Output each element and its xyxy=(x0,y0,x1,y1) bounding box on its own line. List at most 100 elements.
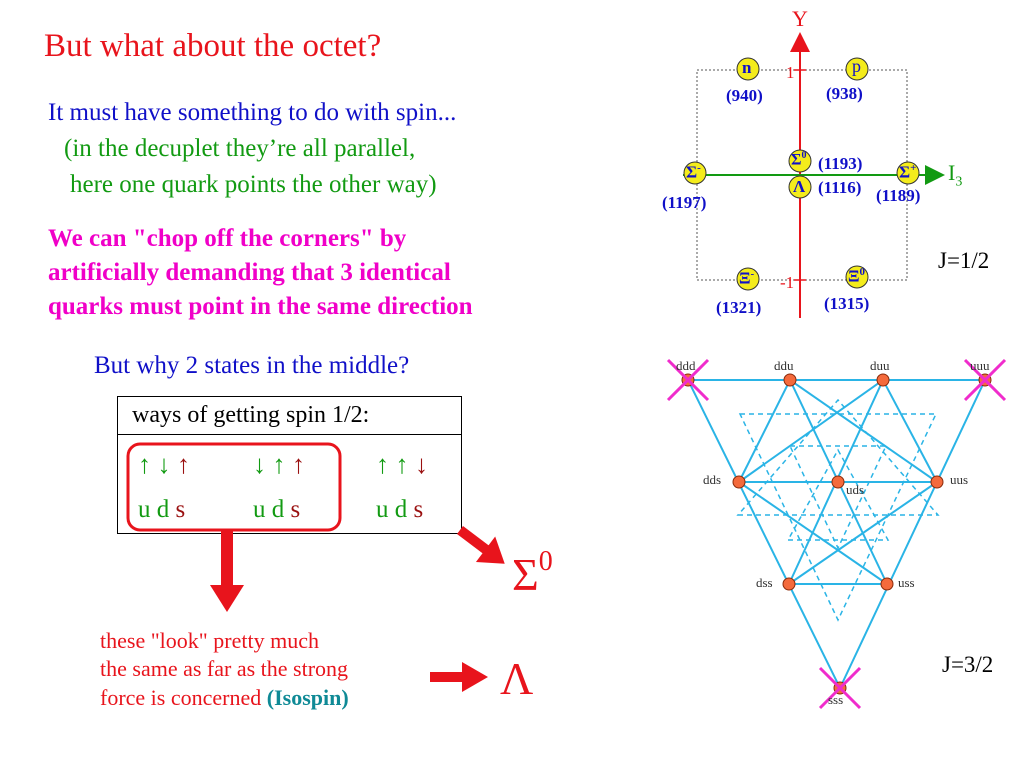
combo-2-arrow-d: ↑ xyxy=(272,450,286,479)
note-line-3-text: force is concerned xyxy=(100,685,267,710)
label-sss: sss xyxy=(828,692,844,707)
decuplet-line-d xyxy=(738,379,884,483)
i3-axis-label: I3 xyxy=(948,160,962,190)
particle-xi-minus-circle xyxy=(736,267,760,291)
particle-p-mass: (938) xyxy=(826,84,863,103)
xi-zero-sup: 0 xyxy=(859,266,866,278)
octet-j-label: J=1/2 xyxy=(938,248,990,273)
sigma-zero-symbol: Σ xyxy=(512,549,539,600)
node-uus xyxy=(930,475,944,489)
y-axis-label: Y xyxy=(792,6,808,31)
note-line-3: force is concerned (Isospin) xyxy=(100,685,349,711)
sigma-minus-letter: Σ xyxy=(686,162,698,182)
combo-1-quark-u: u xyxy=(138,496,151,523)
combo-1-arrow-s: ↑ xyxy=(177,450,190,479)
xi-minus-letter: Ξ xyxy=(739,268,751,288)
highlight-box xyxy=(126,442,342,532)
sigma-zero-superscript: 0 xyxy=(538,545,553,577)
sigma-zero-result: Σ0 xyxy=(512,545,553,601)
spin-text-line-3: here one quark points the other way) xyxy=(70,171,437,198)
particle-n-circle xyxy=(736,57,760,81)
combo-3-arrows: ↑ ↑ ↓ xyxy=(376,450,428,480)
combo-2-quark-u: u xyxy=(253,496,266,523)
decuplet-nodes xyxy=(681,373,992,695)
spin-combinations-table: ways of getting spin 1/2: xyxy=(117,396,462,534)
particle-lambda-symbol: Λ xyxy=(793,177,806,196)
decuplet-j-label: J=3/2 xyxy=(942,652,994,677)
node-uss xyxy=(880,577,894,591)
combo-2-quarks: u d s xyxy=(253,496,300,524)
combo-3-quark-u: u xyxy=(376,496,389,523)
combo-1-quark-s: s xyxy=(175,496,186,523)
particle-xi-zero-mass: (1315) xyxy=(824,294,870,313)
particle-sigma-zero-circle xyxy=(788,149,812,173)
particle-n-mass: (940) xyxy=(726,86,763,105)
spin-text-line-2: (in the decuplet they’re all parallel, xyxy=(64,135,416,162)
combo-1-arrow-d: ↓ xyxy=(157,450,171,479)
label-uss: uss xyxy=(898,575,915,590)
sigma-plus-sup: + xyxy=(910,162,917,174)
combo-1-arrows: ↑ ↓ ↑ xyxy=(138,450,190,480)
particle-sigma-minus-mass: (1197) xyxy=(662,193,707,212)
particle-n-symbol: n xyxy=(742,58,752,77)
lambda-result: Λ xyxy=(500,653,534,704)
particle-xi-zero-circle xyxy=(845,265,869,289)
note-line-2: the same as far as the strong xyxy=(100,656,349,681)
particle-xi-minus-mass: (1321) xyxy=(716,298,762,317)
combo-1-quark-d: d xyxy=(156,496,170,523)
decuplet-outer-triangle xyxy=(686,379,987,691)
chop-text-line-1: We can "chop off the corners" by xyxy=(48,225,407,252)
combo-3-arrow-u: ↑ xyxy=(376,450,389,479)
i3-axis-letter: I xyxy=(948,160,956,185)
node-dds xyxy=(732,475,746,489)
isospin-label: (Isospin) xyxy=(266,685,349,710)
tick-top-label: 1 xyxy=(786,63,795,82)
combo-3-arrow-d: ↑ xyxy=(395,450,409,479)
sigma-minus-sup: - xyxy=(697,162,701,174)
combo-3-quarks: u d s xyxy=(376,496,423,524)
particle-sigma-plus-mass: (1189) xyxy=(876,186,921,205)
particle-lambda-mass: (1116) xyxy=(818,178,862,197)
label-uds: uds xyxy=(846,482,865,497)
particle-sigma-plus-symbol: Σ+ xyxy=(899,162,916,183)
combo-3-quark-s: s xyxy=(413,496,424,523)
decuplet-line-g xyxy=(738,379,791,483)
particle-p-symbol: p xyxy=(852,56,861,76)
spin-text-line-1: It must have something to do with spin..… xyxy=(48,99,457,126)
combo-1-arrow-u: ↑ xyxy=(138,450,151,479)
arrow-to-lambda xyxy=(430,662,488,692)
down-arrow xyxy=(210,531,244,612)
cross-uuu-b xyxy=(963,358,1007,402)
octet-diagram xyxy=(683,32,945,318)
particle-sigma-zero-symbol: Σ0 xyxy=(791,150,806,169)
node-uds xyxy=(831,475,845,489)
node-dss xyxy=(782,577,796,591)
label-uuu: uuu xyxy=(970,358,990,373)
slide-title: But what about the octet? xyxy=(44,28,382,64)
decuplet-line-h xyxy=(882,379,938,483)
combo-2-arrows: ↓ ↑ ↑ xyxy=(253,450,305,480)
sigma-zero-letter: Σ xyxy=(791,151,802,169)
label-ddd: ddd xyxy=(676,358,696,373)
why-two-states-text: But why 2 states in the middle? xyxy=(94,352,410,379)
combo-3-quark-d: d xyxy=(394,496,408,523)
particle-xi-minus-symbol: Ξ- xyxy=(739,268,754,289)
chop-text-line-3: quarks must point in the same direction xyxy=(48,293,473,320)
particle-sigma-zero-mass: (1193) xyxy=(818,154,863,173)
spin-table-header: ways of getting spin 1/2: xyxy=(118,397,461,435)
label-duu: duu xyxy=(870,358,890,373)
cross-ddd-b xyxy=(666,358,710,402)
i3-axis-subscript: 3 xyxy=(955,174,963,190)
combo-2-arrow-u: ↓ xyxy=(253,450,266,479)
xi-zero-letter: Ξ xyxy=(848,266,860,286)
decuplet-line-f xyxy=(788,481,938,585)
particle-sigma-minus-symbol: Σ- xyxy=(686,162,701,183)
xi-minus-sup: - xyxy=(750,268,755,280)
node-duu xyxy=(876,373,890,387)
combo-3-arrow-s: ↓ xyxy=(415,450,428,479)
cross-sss-b xyxy=(818,666,862,710)
label-dss: dss xyxy=(756,575,773,590)
combo-1-quarks: u d s xyxy=(138,496,185,524)
chop-text-line-2: artificially demanding that 3 identical xyxy=(48,259,451,286)
